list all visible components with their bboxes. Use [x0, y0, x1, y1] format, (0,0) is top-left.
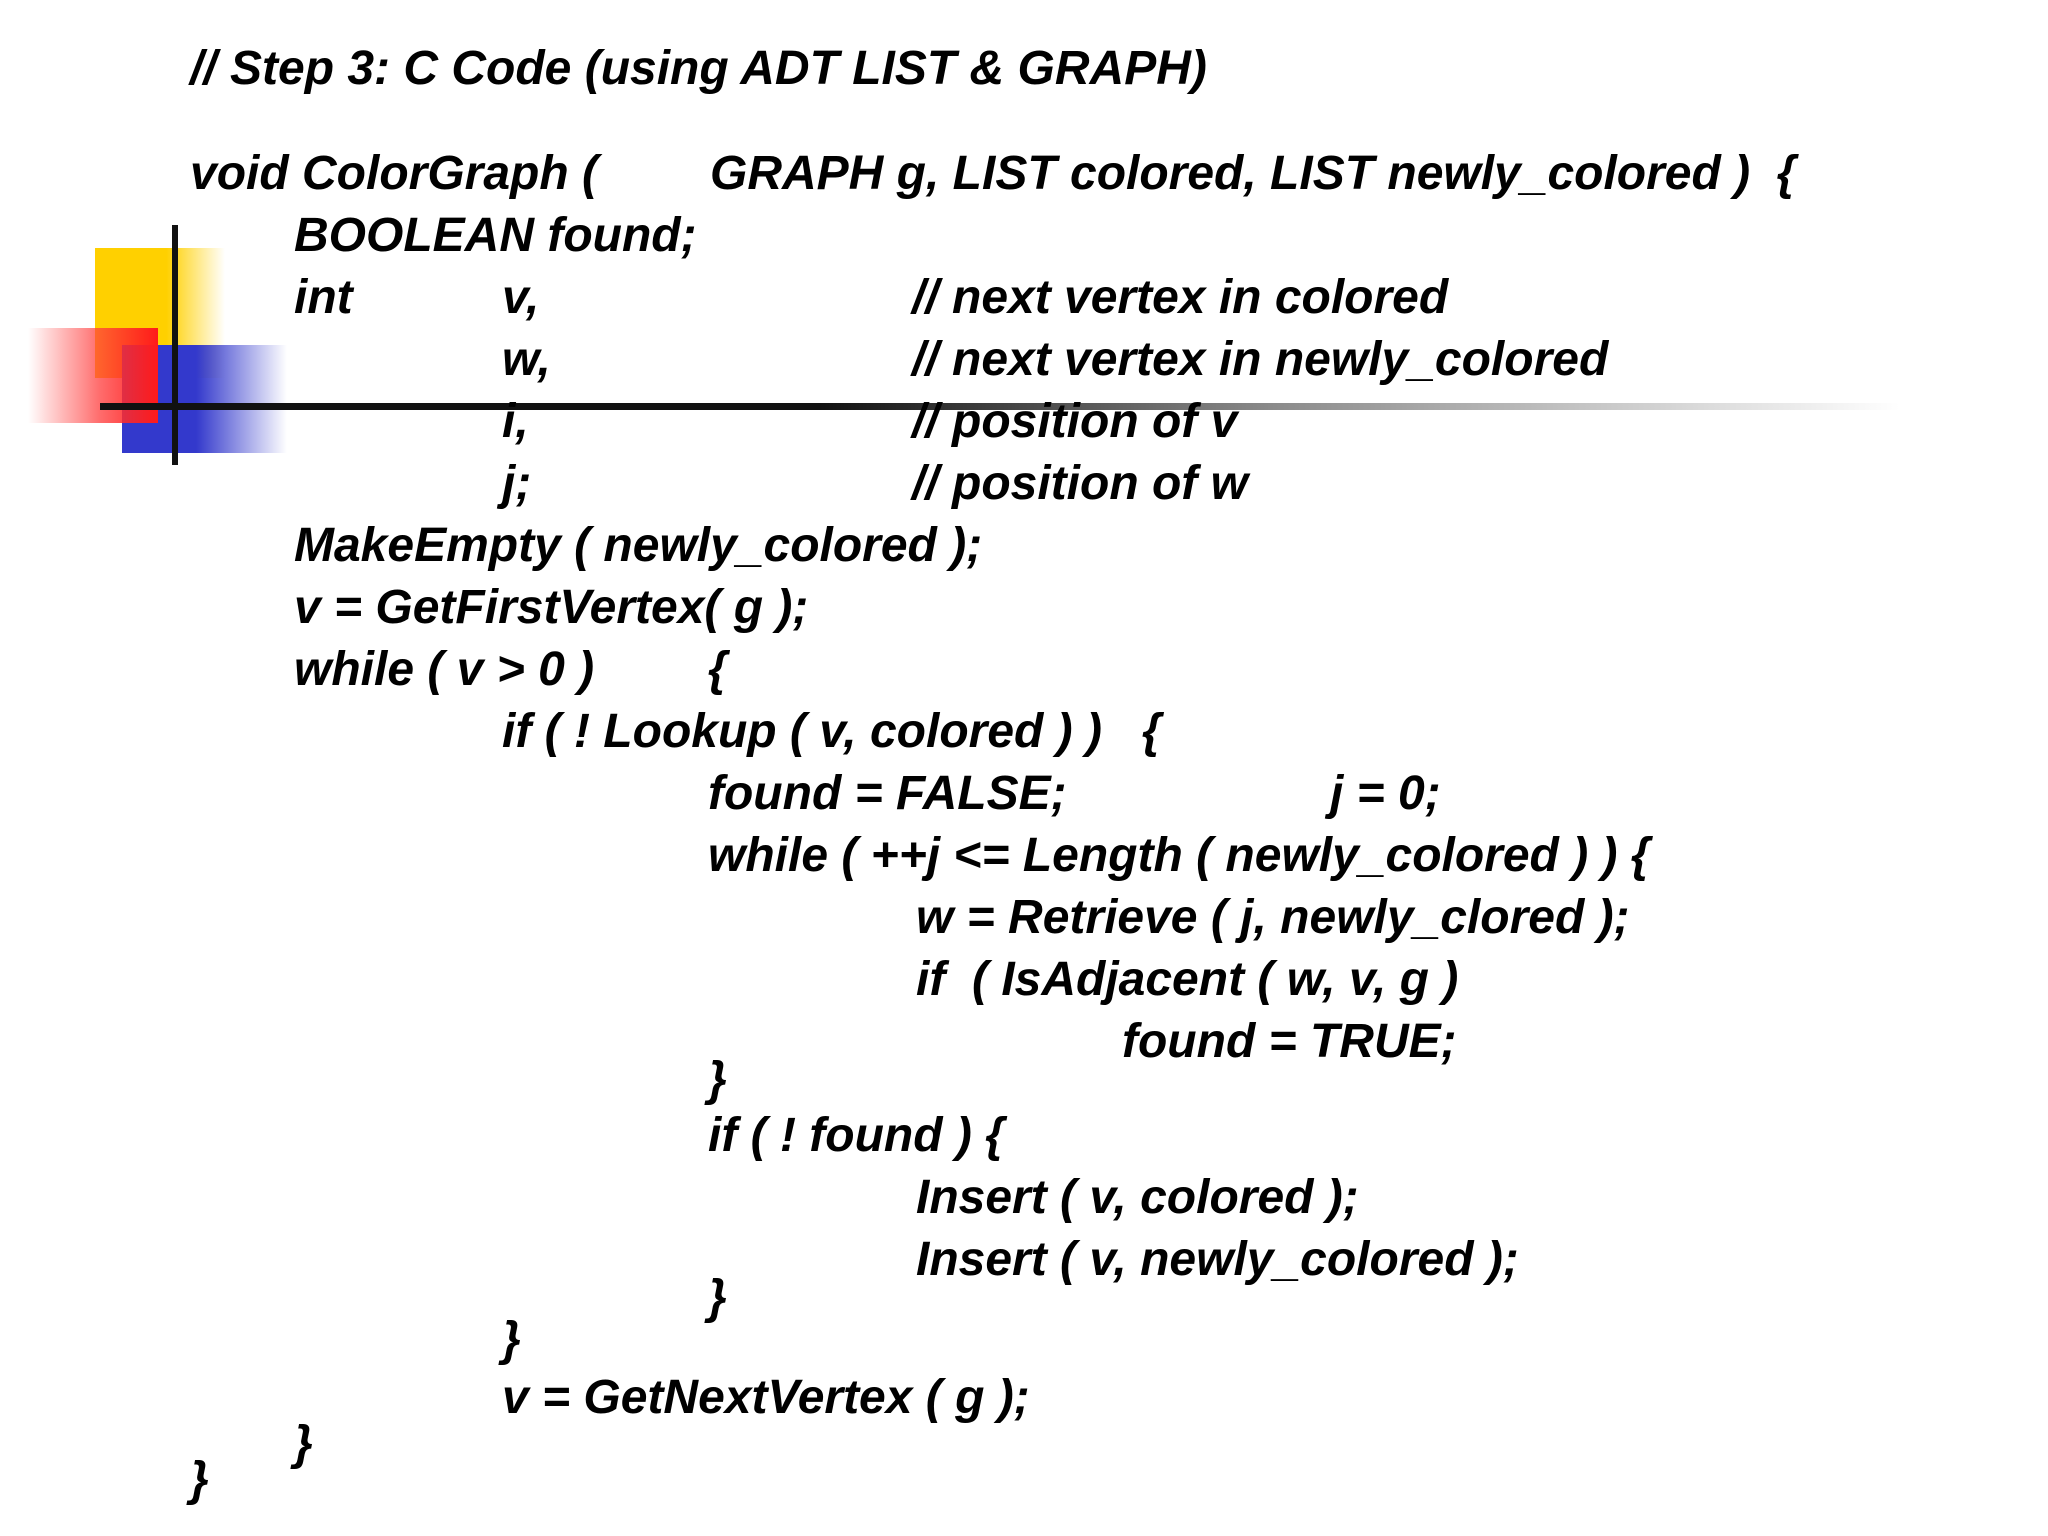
code-int-keyword: int — [294, 271, 353, 324]
code-if-lookup: if ( ! Lookup ( v, colored ) ) { — [502, 705, 1161, 758]
code-close-if-not-found: } — [708, 1271, 727, 1324]
code-comment-w: // next vertex in newly_colored — [912, 333, 1609, 386]
code-get-next-vertex: v = GetNextVertex ( g ); — [502, 1371, 1030, 1424]
code-while-outer: while ( v > 0 ) — [294, 643, 595, 696]
code-j-zero: j = 0; — [1330, 767, 1441, 820]
code-func-params: GRAPH g, LIST colored, LIST newly_colore… — [710, 147, 1796, 200]
logo-vertical-line — [172, 225, 178, 465]
code-func-decl: void ColorGraph ( — [190, 147, 598, 200]
code-close-if-lookup: } — [502, 1313, 521, 1366]
code-get-first-vertex: v = GetFirstVertex( g ); — [294, 581, 809, 634]
code-if-adjacent: if ( IsAdjacent ( w, v, g ) — [916, 953, 1459, 1006]
code-close-while-outer: } — [294, 1417, 313, 1470]
code-comment-i: // position of v — [912, 395, 1238, 448]
logo-horizontal-line — [100, 403, 1900, 410]
code-found-false: found = FALSE; — [708, 767, 1067, 820]
code-if-not-found: if ( ! found ) { — [708, 1109, 1004, 1162]
code-insert-newly-colored: Insert ( v, newly_colored ); — [916, 1233, 1519, 1286]
code-insert-colored: Insert ( v, colored ); — [916, 1171, 1359, 1224]
code-while-inner: while ( ++j <= Length ( newly_colored ) … — [708, 829, 1650, 882]
code-close-function: } — [190, 1453, 209, 1506]
code-var-v: v, — [502, 271, 540, 324]
code-while-outer-brace: { — [708, 643, 727, 696]
code-comment-j: // position of w — [912, 457, 1248, 510]
code-close-while-inner: } — [708, 1053, 727, 1106]
code-retrieve: w = Retrieve ( j, newly_clored ); — [916, 891, 1630, 944]
code-var-w: w, — [502, 333, 551, 386]
code-found-true: found = TRUE; — [1122, 1015, 1457, 1068]
code-make-empty: MakeEmpty ( newly_colored ); — [294, 519, 983, 572]
code-boolean-decl: BOOLEAN found; — [294, 209, 697, 262]
slide-title: // Step 3: C Code (using ADT LIST & GRAP… — [190, 42, 1207, 95]
code-comment-v: // next vertex in colored — [912, 271, 1449, 324]
code-var-j: j; — [502, 457, 532, 510]
code-var-i: i, — [502, 395, 529, 448]
